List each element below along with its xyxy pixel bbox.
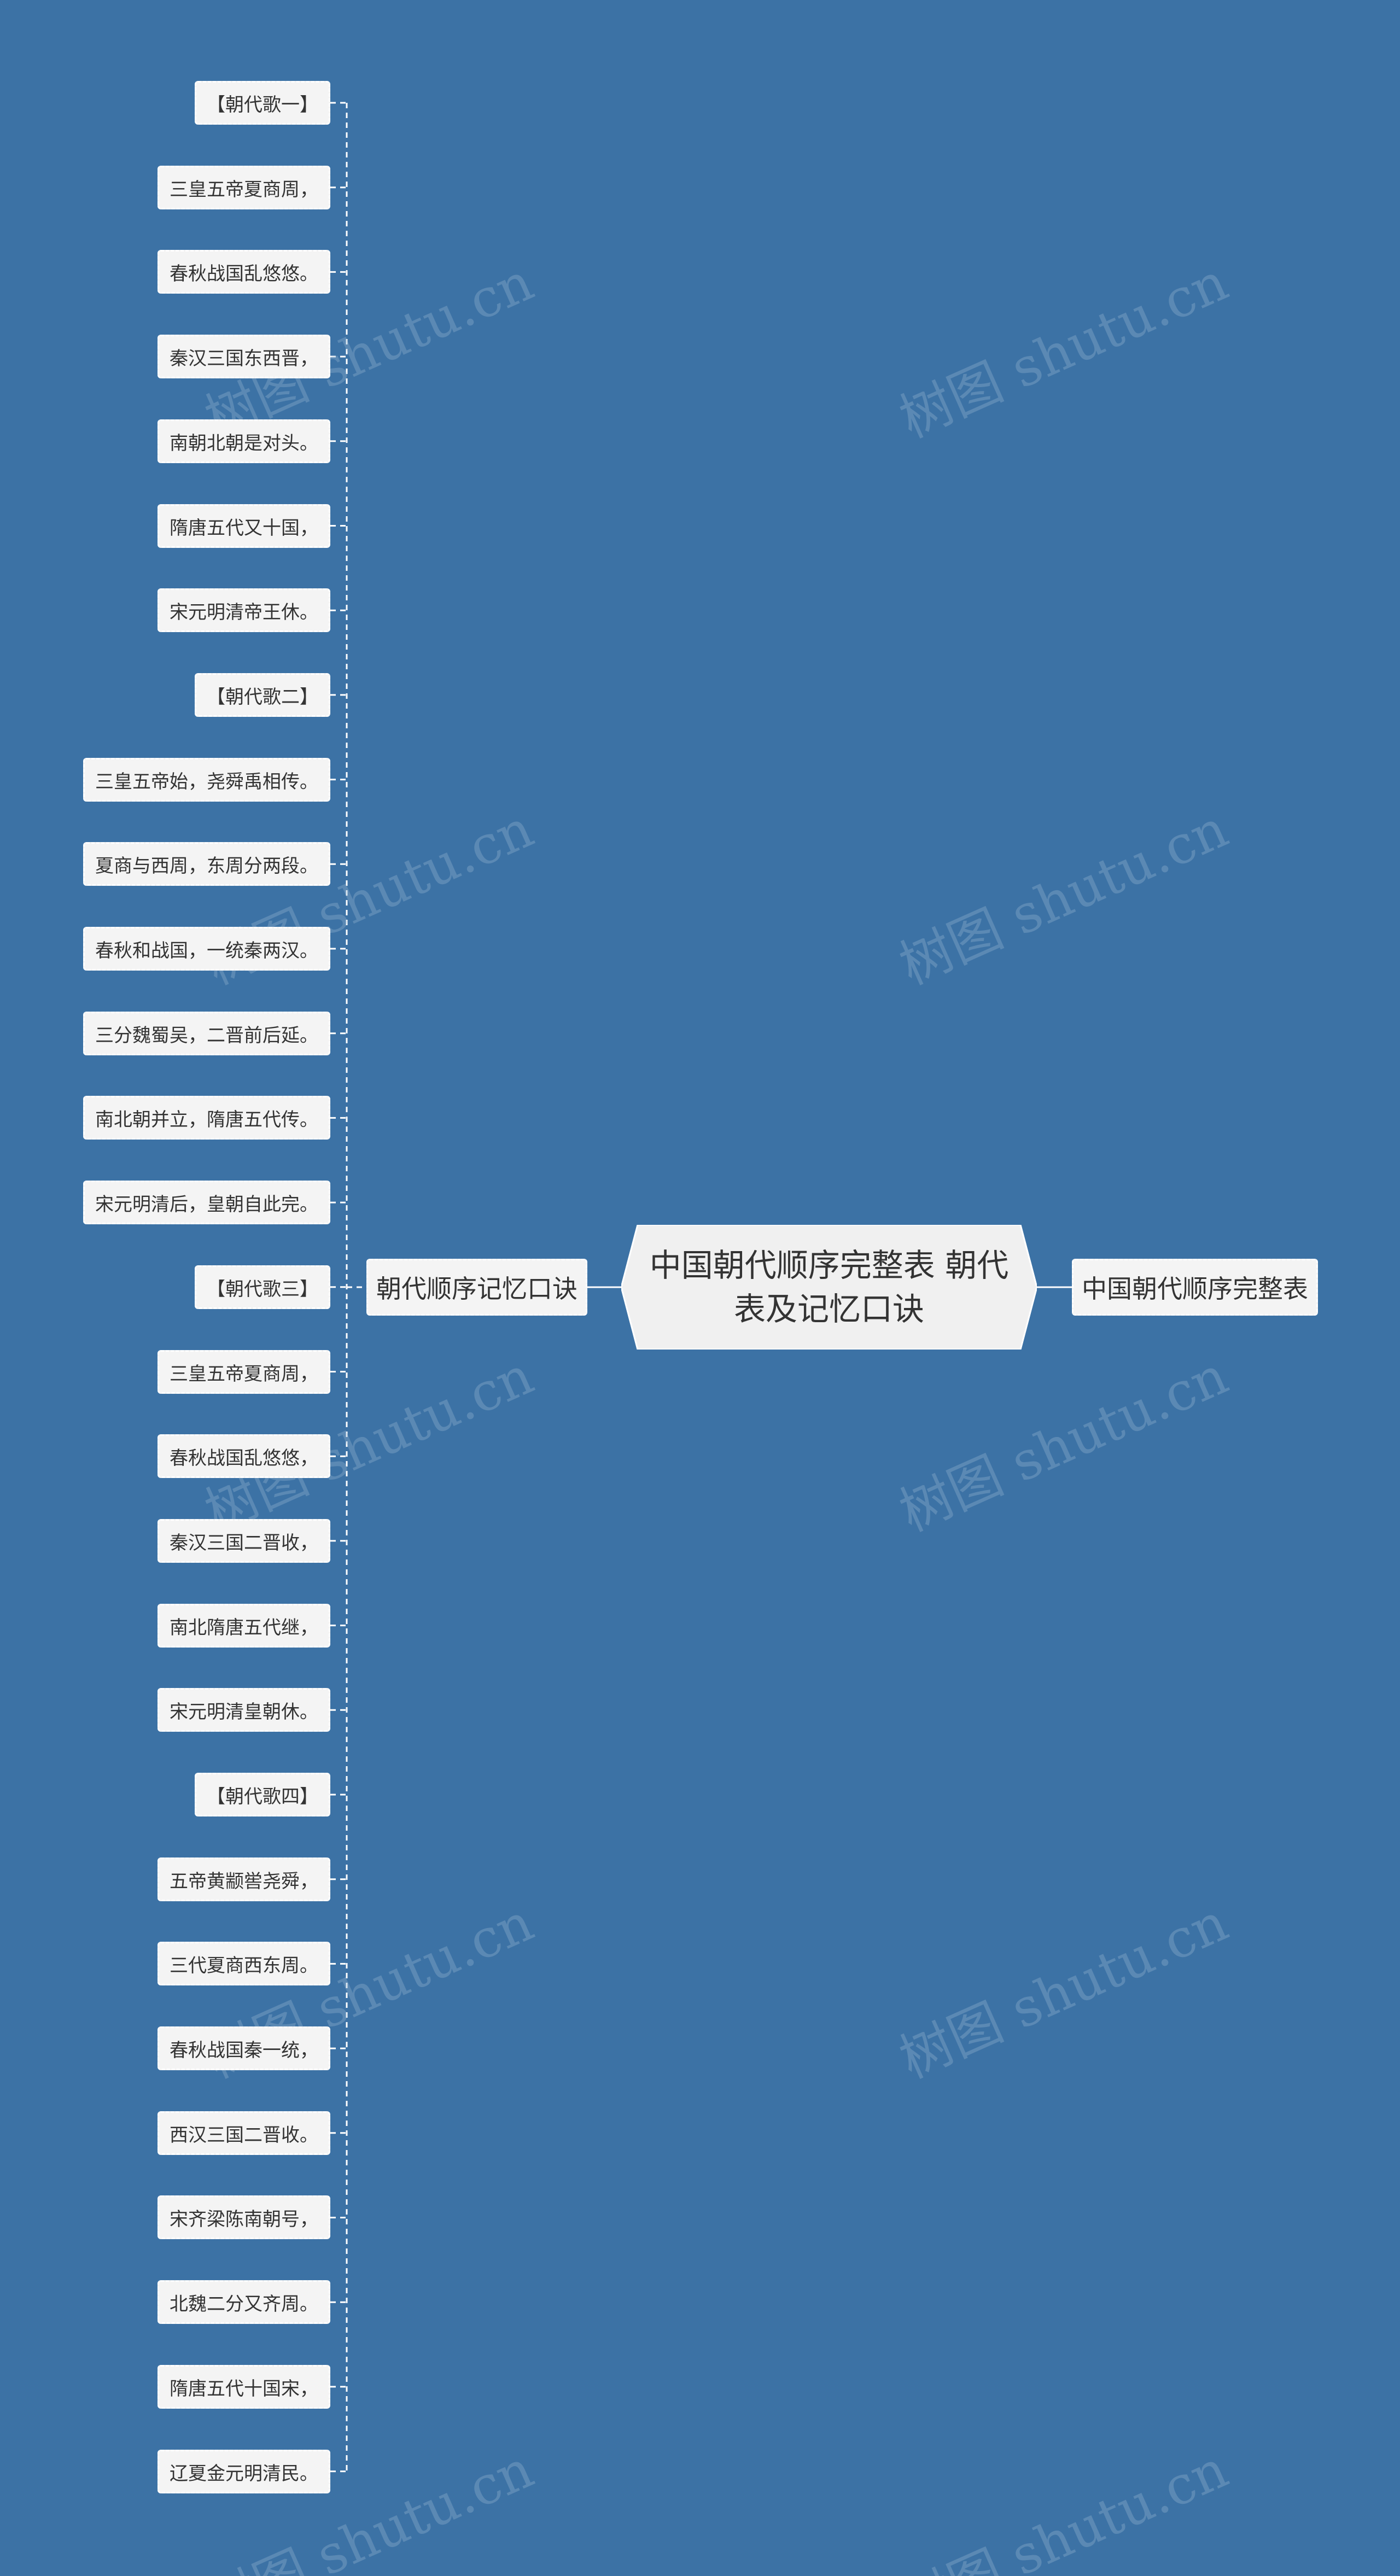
leaf-node[interactable]: 三皇五帝始，尧舜禹相传。 [83, 758, 330, 802]
leaf-node[interactable]: 隋唐五代又十国， [158, 504, 330, 548]
leaf-node[interactable]: 【朝代歌三】 [195, 1265, 330, 1309]
root-node-shape [621, 1225, 1037, 1350]
leaf-node[interactable]: 春秋战国秦一统， [158, 2026, 330, 2070]
leaf-label: 宋元明清皇朝休。 [170, 1701, 318, 1723]
leaf-label: 五帝黄颛喾尧舜， [170, 1870, 318, 1892]
leaf-label: 宋元明清后，皇朝自此完。 [95, 1193, 318, 1216]
branch-label: 朝代顺序记忆口诀 [376, 1274, 578, 1304]
leaf-label: 【朝代歌四】 [207, 1785, 318, 1808]
leaf-node[interactable]: 辽夏金元明清民。 [158, 2450, 330, 2493]
leaf-node[interactable]: 南朝北朝是对头。 [158, 419, 330, 463]
leaf-node[interactable]: 北魏二分又齐周。 [158, 2280, 330, 2324]
leaf-node[interactable]: 南北隋唐五代继， [158, 1604, 330, 1648]
leaf-label: 西汉三国二晋收。 [170, 2124, 318, 2146]
leaf-node[interactable]: 三代夏商西东周。 [158, 1942, 330, 1985]
leaf-label: 春秋战国秦一统， [170, 2039, 318, 2061]
leaf-label: 春秋战国乱悠悠。 [170, 262, 318, 285]
leaf-node[interactable]: 西汉三国二晋收。 [158, 2111, 330, 2155]
root-node[interactable]: 中国朝代顺序完整表 朝代 表及记忆口诀 [621, 1225, 1037, 1350]
leaf-node[interactable]: 宋元明清后，皇朝自此完。 [83, 1181, 330, 1224]
leaf-label: 【朝代歌三】 [207, 1278, 318, 1300]
leaf-node[interactable]: 南北朝并立，隋唐五代传。 [83, 1096, 330, 1140]
leaf-label: 夏商与西周，东周分两段。 [95, 855, 318, 877]
leaf-label: 【朝代歌二】 [207, 686, 318, 708]
root-node-label: 中国朝代顺序完整表 朝代 表及记忆口诀 [638, 1225, 1020, 1350]
leaf-label: 三皇五帝夏商周， [170, 1363, 318, 1385]
leaf-node[interactable]: 春秋战国乱悠悠， [158, 1434, 330, 1478]
leaf-node[interactable]: 秦汉三国二晋收， [158, 1519, 330, 1563]
leaf-node[interactable]: 五帝黄颛喾尧舜， [158, 1857, 330, 1901]
leaf-node[interactable]: 隋唐五代十国宋， [158, 2365, 330, 2409]
branch-node-complete-table[interactable]: 中国朝代顺序完整表 [1072, 1259, 1318, 1316]
leaf-node[interactable]: 宋齐梁陈南朝号， [158, 2195, 330, 2239]
leaf-node[interactable]: 夏商与西周，东周分两段。 [83, 842, 330, 886]
leaf-label: 隋唐五代十国宋， [170, 2378, 318, 2400]
leaf-node[interactable]: 【朝代歌二】 [195, 673, 330, 717]
leaf-node[interactable]: 春秋战国乱悠悠。 [158, 250, 330, 294]
leaf-node[interactable]: 【朝代歌一】 [195, 81, 330, 125]
leaf-label: 秦汉三国东西晋， [170, 347, 318, 370]
leaf-label: 三分魏蜀吴，二晋前后延。 [95, 1024, 318, 1047]
leaf-label: 秦汉三国二晋收， [170, 1532, 318, 1554]
root-label-line2: 表及记忆口诀 [733, 1290, 924, 1328]
leaf-node[interactable]: 【朝代歌四】 [195, 1773, 330, 1816]
leaf-label: 隋唐五代又十国， [170, 517, 318, 539]
leaf-label: 南朝北朝是对头。 [170, 432, 318, 454]
branch-label: 中国朝代顺序完整表 [1082, 1274, 1308, 1304]
leaf-node[interactable]: 春秋和战国，一统秦两汉。 [83, 927, 330, 971]
leaf-label: 春秋战国乱悠悠， [170, 1447, 318, 1469]
leaf-node[interactable]: 宋元明清帝王休。 [158, 588, 330, 632]
leaf-label: 北魏二分又齐周。 [170, 2293, 318, 2315]
leaf-node[interactable]: 三皇五帝夏商周， [158, 1350, 330, 1394]
leaf-node[interactable]: 秦汉三国东西晋， [158, 335, 330, 378]
leaf-label: 辽夏金元明清民。 [170, 2462, 318, 2485]
leaf-node[interactable]: 三皇五帝夏商周， [158, 166, 330, 209]
leaf-label: 南北朝并立，隋唐五代传。 [95, 1108, 318, 1131]
leaf-label: 南北隋唐五代继， [170, 1616, 318, 1639]
leaf-label: 【朝代歌一】 [207, 94, 318, 116]
leaf-label: 宋元明清帝王休。 [170, 601, 318, 623]
leaf-node[interactable]: 宋元明清皇朝休。 [158, 1688, 330, 1732]
root-label-line1: 中国朝代顺序完整表 朝代 [649, 1247, 1009, 1284]
leaf-label: 三皇五帝始，尧舜禹相传。 [95, 770, 318, 793]
leaf-label: 三皇五帝夏商周， [170, 178, 318, 201]
leaf-node[interactable]: 三分魏蜀吴，二晋前后延。 [83, 1012, 330, 1055]
branch-node-memory-rhymes[interactable]: 朝代顺序记忆口诀 [366, 1259, 587, 1316]
leaf-label: 三代夏商西东周。 [170, 1954, 318, 1977]
leaf-label: 春秋和战国，一统秦两汉。 [95, 939, 318, 962]
leaf-label: 宋齐梁陈南朝号， [170, 2208, 318, 2230]
